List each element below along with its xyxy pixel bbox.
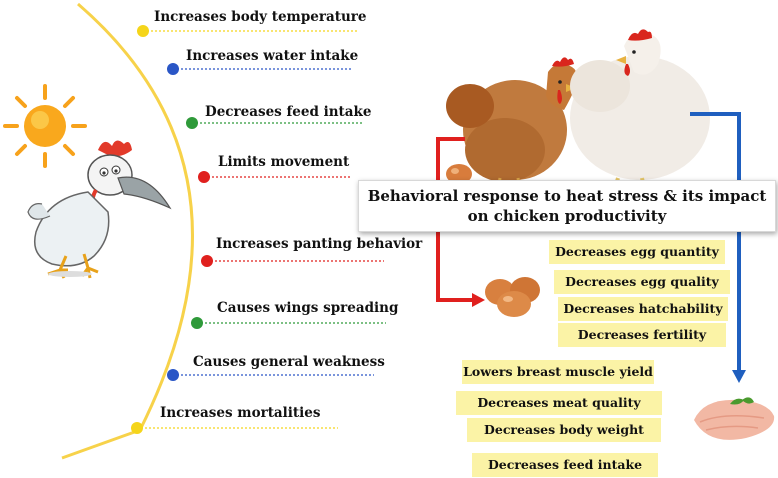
meat-impact-box: Decreases body weight bbox=[467, 418, 661, 442]
behavior-label: Decreases feed intake bbox=[205, 104, 372, 120]
meat-impact-box: Lowers breast muscle yield bbox=[462, 360, 654, 384]
behavior-label: Increases water intake bbox=[186, 48, 359, 64]
eggs-icon bbox=[485, 277, 540, 317]
sun-icon bbox=[3, 84, 87, 168]
egg-impact-box: Decreases fertility bbox=[558, 323, 726, 347]
heat-stressed-chicken-icon bbox=[27, 140, 172, 279]
egg-icon bbox=[446, 164, 472, 184]
behavior-label: Causes general weakness bbox=[193, 354, 385, 370]
meat-impact-box: Decreases meat quality bbox=[456, 391, 662, 415]
egg-impact-box: Decreases hatchability bbox=[558, 297, 728, 321]
behavior-label: Increases mortalities bbox=[160, 405, 321, 421]
behavior-label: Limits movement bbox=[218, 154, 350, 170]
behavior-label: Increases body temperature bbox=[154, 9, 367, 25]
egg-impact-box: Decreases egg quality bbox=[554, 270, 730, 294]
timeline-arc bbox=[61, 2, 194, 460]
meat-impact-arrow bbox=[690, 112, 741, 372]
meat-impact-box: Decreases feed intake bbox=[472, 453, 658, 477]
behavior-label: Causes wings spreading bbox=[217, 300, 399, 316]
diagram-title: Behavioral response to heat stress & its… bbox=[358, 180, 776, 232]
white-hen-icon bbox=[570, 29, 710, 199]
behavior-label: Increases panting behavior bbox=[216, 236, 423, 252]
egg-impact-box: Decreases egg quantity bbox=[549, 240, 725, 264]
chicken-breast-icon bbox=[694, 397, 775, 440]
